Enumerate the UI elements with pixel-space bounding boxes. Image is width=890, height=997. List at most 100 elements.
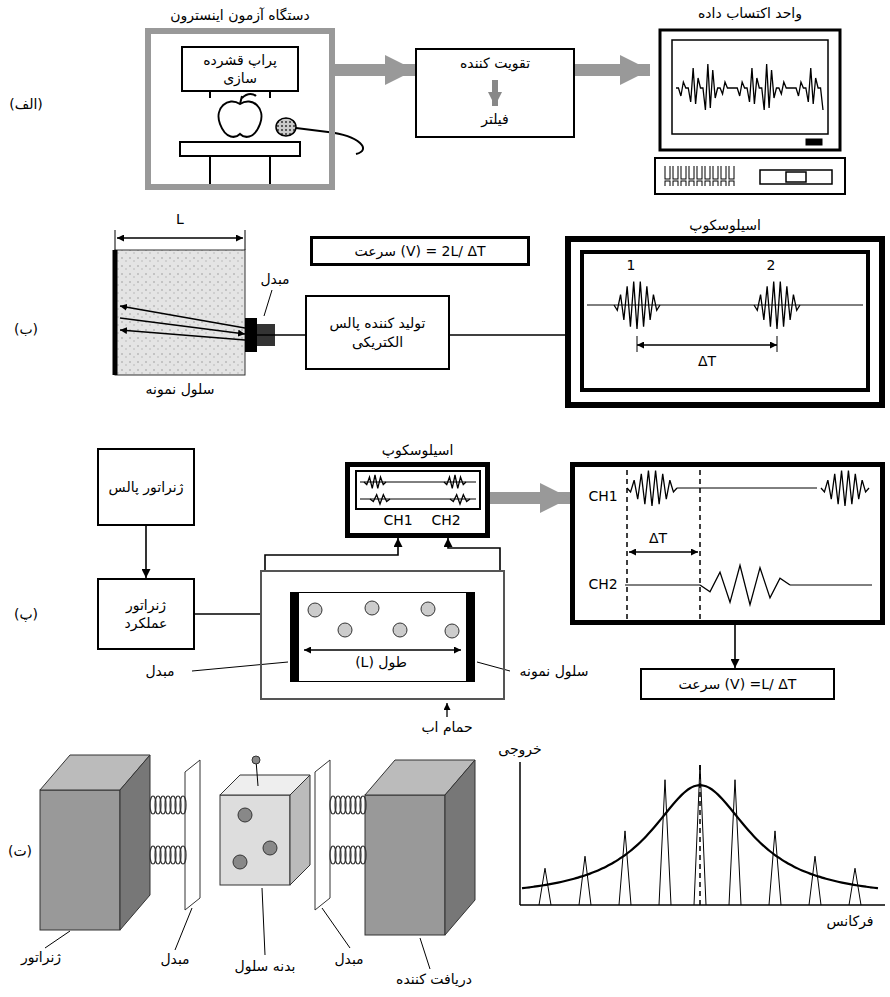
- resonator-setup: [220, 795, 290, 885]
- signal-display: [626, 470, 628, 620]
- measurement-cell: [477, 662, 510, 671]
- resonator-setup: [263, 841, 277, 855]
- node-heading: واحد اکتساب داده: [650, 4, 850, 22]
- computer: [806, 139, 822, 145]
- oscilloscope-screen: [356, 252, 868, 509]
- signal-display: [677, 488, 817, 489]
- resonator-setup: [233, 855, 247, 869]
- signal-display: [625, 585, 700, 586]
- oscilloscope-screen: [360, 482, 476, 483]
- measurement-cell: [466, 592, 475, 682]
- resonator-setup: [40, 790, 120, 930]
- instron-frame: دستگاه آزمون اینسترونپراپ قشرده سازی: [145, 28, 335, 190]
- node-text: پراپ قشرده سازی: [189, 51, 291, 87]
- part-label: ژنراتور: [6, 948, 76, 966]
- part-label: دریافت کننده: [382, 970, 486, 988]
- computer: [655, 158, 845, 194]
- process-box: تولید کننده پالس الکتریکی: [305, 295, 450, 370]
- node-heading: دستگاه آزمون اینسترون: [151, 6, 329, 24]
- computer: [760, 170, 832, 184]
- amplifier-box: تقویت کننده فیلتر: [415, 48, 575, 138]
- signal-wire: [265, 538, 398, 570]
- computer: واحد اکتساب داده: [650, 28, 850, 195]
- measurement-cell: [192, 662, 288, 671]
- oscilloscope-screen: [637, 336, 638, 352]
- waveform: [821, 470, 869, 506]
- node-heading: اسیلوسکوپ: [571, 216, 879, 234]
- microphone: [276, 118, 296, 136]
- sample-cell: [264, 290, 272, 316]
- measurement-cell: [393, 623, 407, 637]
- panel-label: (ب): [4, 320, 48, 338]
- part-label: بدنه سلول: [222, 957, 308, 975]
- spring: [180, 796, 186, 814]
- resonance-graph: [520, 904, 885, 906]
- node-text: فیلتر: [417, 110, 573, 128]
- instron-fixture: [209, 156, 211, 184]
- node-text: ژنراتور پالس: [109, 478, 184, 496]
- oscilloscope-screen: [356, 471, 480, 509]
- signal-display: [699, 470, 701, 620]
- node-text: طول (L): [331, 653, 431, 671]
- resonator-setup: [238, 808, 252, 822]
- signal-wire: [734, 625, 736, 668]
- signal-wire: [450, 334, 565, 336]
- sample-cell: [245, 230, 246, 250]
- axis-label: فرکانس: [815, 912, 885, 930]
- node-text: 2: [761, 256, 781, 274]
- resonance-graph: [519, 762, 521, 905]
- node-text: تقویت کننده: [417, 54, 573, 72]
- amplifier-arrow: [495, 80, 496, 106]
- resonance-peak: [849, 868, 861, 905]
- measurement-cell: [290, 592, 299, 682]
- oscilloscope-screen: [777, 336, 778, 352]
- panel-label: (الف): [4, 95, 48, 113]
- instron-fixture: [219, 101, 262, 136]
- measurement-cell: [365, 601, 379, 615]
- node-text: تولید کننده پالس الکتریکی: [313, 314, 442, 350]
- node-text: ΔT: [633, 529, 683, 547]
- waveform: [700, 565, 790, 604]
- panel-label: (ت): [2, 842, 38, 860]
- sample-cell: [115, 230, 275, 375]
- resonance-peak: [809, 856, 821, 905]
- spring: [360, 796, 366, 814]
- node-text: سرعت (V) = 2L/ ΔT: [354, 242, 485, 260]
- formula-box: سرعت (V) =L/ ΔT: [640, 668, 835, 700]
- sample-cell: [120, 330, 245, 340]
- resonator-setup: [365, 795, 445, 935]
- measurement-cell: [421, 602, 435, 616]
- signal-display: CH1CH2ΔT: [570, 462, 885, 625]
- signal-wire: [195, 613, 260, 615]
- part-label: مبدل: [250, 270, 300, 288]
- resonance-peak: [539, 868, 551, 905]
- resonance-curve: [522, 785, 878, 888]
- resonator-setup: [290, 775, 310, 885]
- resonance-peak: [769, 831, 781, 905]
- resonance-peak: [694, 765, 706, 905]
- microphone: [276, 118, 363, 154]
- node-text: CH2: [583, 575, 623, 593]
- spring: [180, 846, 186, 864]
- oscilloscope-screen: [582, 252, 868, 390]
- amplifier-arrow: [492, 80, 498, 106]
- resonator-setup: [445, 760, 475, 935]
- process-box: ژنراتور عملکرد: [97, 578, 195, 650]
- node-text: ژنراتور عملکرد: [105, 596, 187, 632]
- node-text: CH2: [426, 511, 466, 529]
- part-label: مبدل: [150, 950, 200, 968]
- signal-wire: [145, 526, 147, 578]
- resonator-setup: [175, 908, 192, 950]
- oscilloscope-screen: [360, 499, 476, 500]
- resonator-setup: [262, 888, 265, 955]
- resonator-setup: [252, 756, 260, 764]
- flow-arrow: [575, 64, 650, 76]
- oscilloscope: اسیلوسکوپ12ΔT: [565, 236, 885, 408]
- oscilloscope-screen: [587, 305, 863, 306]
- spring: [360, 846, 366, 864]
- water-bath: حمام ابطول (L): [260, 570, 505, 700]
- node-heading: اسیلوسکوپ: [350, 441, 485, 459]
- measurement-cell: [308, 603, 322, 617]
- probe-box: پراپ قشرده سازی: [181, 46, 299, 92]
- resonance-peak: [619, 831, 631, 905]
